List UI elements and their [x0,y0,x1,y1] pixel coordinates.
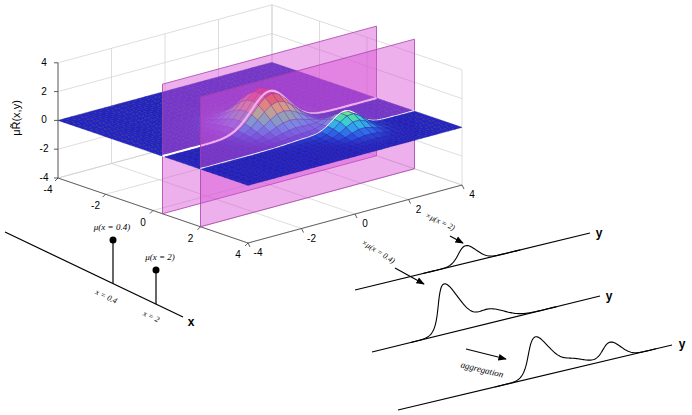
stem-dot [110,237,117,244]
surface-patch [201,111,463,185]
membership-curve [495,337,656,387]
axis-name: y [679,338,686,350]
y-tick-label: 0 [362,219,368,229]
membership-curve [411,284,557,343]
operation-label: aggregation [460,360,505,379]
y-axis-line [355,233,590,290]
y-tick-label: 4 [469,190,475,200]
tick-mark [54,62,58,63]
membership-value-label: μ(x = 2) [145,253,175,262]
slice-curve [201,111,415,169]
x-tick-label: 2 [188,234,194,244]
z-tick-label: -4 [40,173,49,183]
axis-point-label: x = 0.4 [94,288,118,305]
y-tick-label: 2 [416,205,422,215]
grid-line [58,5,272,63]
arrows [395,236,506,359]
tick-mark [198,227,201,230]
flow-arrow [395,268,424,284]
z-axis-title: μR̃(x,y) [11,100,22,136]
z-tick-label: 2 [41,87,47,97]
tick-mark [302,229,304,233]
x-tick-label: 4 [235,250,241,260]
stem-line [112,240,113,284]
box-grid [58,5,462,243]
slice-plane [201,39,415,227]
axis-name: x [188,316,195,328]
axis-name: y [606,290,613,302]
tick-mark [103,194,106,197]
stem-line [155,270,156,304]
surface-cell [242,182,255,186]
y-axis-line [372,296,600,352]
membership-value-label: μ(x = 0.4) [94,223,130,232]
axis-point-label: x = 2 [142,310,161,325]
tick-mark [462,185,464,189]
tick-mark [54,91,58,92]
z-tick-label: 0 [41,115,47,125]
tick-mark [409,200,411,204]
tick-mark [150,211,153,214]
axis-name: y [596,227,603,239]
z-tick-label: 4 [41,58,47,68]
y-tick-label: -4 [254,248,263,258]
z-tick-label: -2 [40,144,49,154]
tick-mark [54,120,58,121]
tick-mark [55,178,58,181]
flow-arrow [450,236,463,243]
y-axis-line [398,345,672,410]
x-tick-label: 0 [140,218,146,228]
membership-curve [423,246,520,274]
tick-mark [54,149,58,150]
scaling-label: ×μ(x = 2) [424,212,456,233]
x-axis-line [5,232,183,317]
x-tick-label: -2 [91,201,100,211]
flow-arrow [466,349,506,359]
x-tick-label: -4 [44,185,53,195]
stem-dot [153,267,160,274]
scaling-label: ×μ(x = 0.4) [360,239,396,266]
y-tick-label: -2 [307,234,316,244]
membership-stems [113,240,156,304]
tick-mark [355,214,357,218]
tick-mark [245,243,248,246]
tick-mark [248,243,250,247]
